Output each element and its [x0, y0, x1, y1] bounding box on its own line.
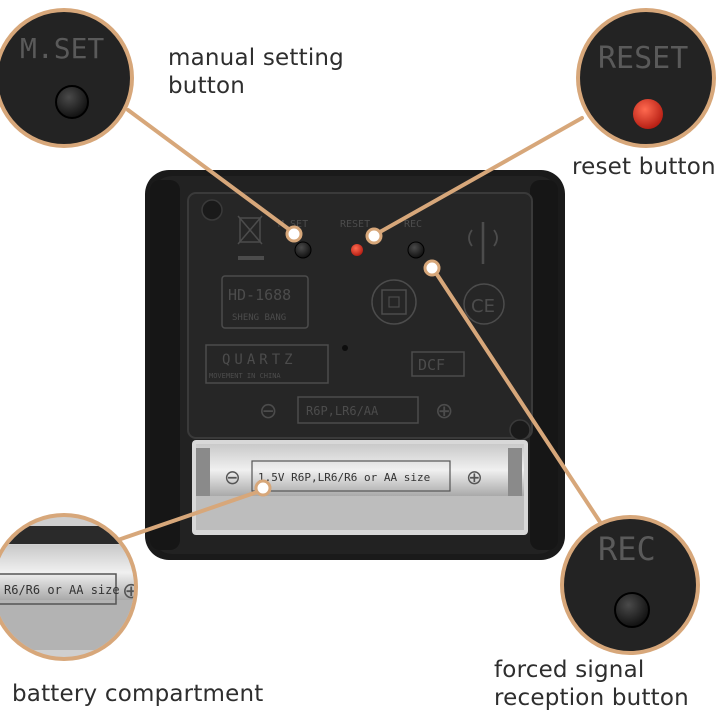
zoom-battery: R6/R6 or AA size ⊕	[0, 513, 140, 661]
zoom-mset-marking: M.SET	[20, 32, 104, 65]
zoom-forced-signal: REC	[560, 515, 700, 655]
reset-label-line1: reset button	[572, 154, 716, 180]
forced-signal-label-line1: forced signal	[494, 657, 645, 683]
leader-endpoints	[254, 225, 441, 497]
battery-label: battery compartment	[12, 680, 264, 708]
zoom-battery-spec-marking: R6/R6 or AA size	[4, 583, 120, 597]
minus-marking-case: ⊖	[259, 399, 277, 424]
dcf-plate	[411, 351, 465, 377]
reset-button[interactable]	[351, 244, 363, 256]
minus-marking-battery: ⊖	[224, 465, 241, 489]
ce-icon	[463, 283, 505, 325]
ce-marking: CE	[471, 296, 495, 317]
zoom-forced-signal-button	[614, 592, 650, 628]
manual-setting-label-line2: button	[168, 73, 246, 99]
maker-marking: SHENG BANG	[232, 313, 286, 323]
zoom-manual-setting: M.SET	[0, 8, 134, 148]
reset-label: reset button	[572, 153, 716, 181]
zoom-manual-setting-button	[55, 85, 89, 119]
rec-marking: REC	[404, 219, 422, 230]
leader-reset	[369, 116, 584, 239]
plus-marking-case: ⊕	[435, 399, 453, 424]
forced-signal-label: forced signal reception button	[494, 656, 689, 712]
dcf-marking: DCF	[418, 356, 445, 374]
model-marking: HD-1688	[228, 286, 291, 304]
quartz-marking: QUARTZ	[222, 352, 297, 368]
manual-setting-label-line1: manual setting	[168, 45, 344, 71]
zoom-reset: RESET	[576, 8, 716, 148]
forced-signal-reception-button[interactable]	[407, 241, 425, 259]
chip-icon	[371, 279, 417, 325]
leader-battery	[116, 488, 265, 542]
leader-lines	[116, 108, 602, 542]
quartz-plate	[205, 344, 329, 384]
leader-forced-signal	[432, 268, 602, 524]
battery-spec-insert-marking: 1.5V R6P,LR6/R6 or AA size	[258, 471, 430, 484]
forced-signal-label-line2: reception button	[494, 685, 689, 711]
quartz-sub-marking: MOVEMENT IN CHINA	[209, 372, 281, 380]
zoom-plus-marking: ⊕	[122, 579, 140, 604]
zoom-battery-plate	[0, 573, 117, 605]
leader-manual-setting	[126, 108, 300, 238]
mset-marking: M.SET	[278, 219, 308, 230]
battery-spec-case-marking: R6P,LR6/AA	[306, 404, 379, 418]
zoom-rec-marking: REC	[598, 530, 656, 568]
manual-setting-button[interactable]	[294, 241, 312, 259]
battery-spec-insert-plate	[251, 460, 451, 492]
manual-setting-label: manual setting button	[168, 44, 344, 100]
reset-marking: RESET	[340, 219, 370, 230]
module-markings: M.SET RESET REC HD-1688 SHENG BANG QUART…	[205, 215, 505, 424]
bin-icon	[237, 215, 264, 260]
battery-compartment: ⊖ 1.5V R6P,LR6/R6 or AA size ⊕	[192, 440, 528, 535]
plus-marking-battery: ⊕	[466, 465, 483, 489]
battery-label-line1: battery compartment	[12, 681, 264, 707]
model-plate	[221, 275, 309, 329]
zoom-reset-button	[633, 99, 663, 129]
battery-spec-plate	[297, 396, 419, 424]
zoom-reset-marking: RESET	[598, 41, 688, 76]
antenna-icon	[468, 222, 498, 264]
